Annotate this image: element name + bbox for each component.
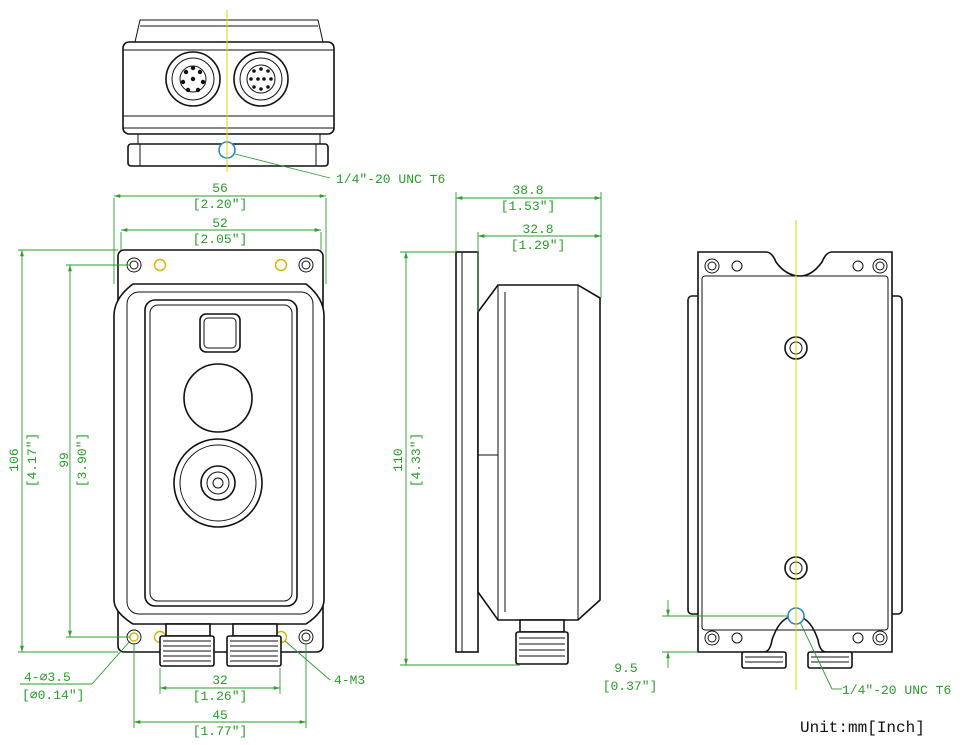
side-body: [477, 284, 601, 621]
front-holes-callout-in: [⌀0.14″]: [22, 688, 84, 703]
back-connectors-icon: [741, 651, 853, 669]
back-view: 9.5 [0.37″] 1/4″-20 UNC ⊤6: [603, 220, 951, 698]
top-view: 1/4″-20 UNC ⊤6: [122, 10, 445, 187]
front-holes-callout-mm: 4-⌀3.5: [24, 670, 71, 685]
top-body: [122, 41, 335, 135]
connector-12pin-icon: [233, 51, 289, 107]
side-height-mm: 110: [391, 448, 406, 471]
back-corner-holes: [704, 258, 888, 646]
side-connector-icon: [515, 619, 569, 665]
front-width-outer-in: [2.20″]: [193, 197, 248, 212]
back-offset-in: [0.37″]: [603, 679, 658, 694]
connector-8pin-icon: [165, 51, 221, 107]
front-height-holes-in: [3.90″]: [75, 433, 90, 488]
front-connector-left-icon: [159, 623, 215, 667]
front-width-holes-mm: 52: [212, 216, 228, 231]
back-offset-mm: 9.5: [614, 661, 637, 676]
front-width-outer-mm: 56: [212, 181, 228, 196]
front-view: 56 [2.20″] 52 [2.05″] 106 [4.17″] 99 [3.…: [7, 181, 365, 739]
lens-icon: [173, 438, 263, 528]
side-depth-body-in: [1.29″]: [511, 238, 566, 253]
side-depth-total-mm: 38.8: [512, 183, 543, 198]
front-conn-spacing-mm: 32: [212, 673, 228, 688]
front-body: [113, 283, 325, 625]
side-mount-plate: [455, 251, 479, 653]
front-m3-callout: 4-M3: [334, 673, 365, 688]
side-depth-total-in: [1.53″]: [501, 199, 556, 214]
front-window: [144, 299, 298, 607]
front-connector-right-icon: [226, 623, 282, 667]
side-view: 38.8 [1.53″] 32.8 [1.29″] 110 [4.33″]: [391, 183, 602, 666]
front-conn-spacing-in: [1.26″]: [193, 689, 248, 704]
front-height-holes-mm: 99: [57, 452, 72, 468]
front-width-holes-in: [2.05″]: [193, 232, 248, 247]
sensor-window-icon: [183, 363, 253, 433]
back-thread-callout: 1/4″-20 UNC ⊤6: [842, 683, 951, 698]
status-indicator-icon: [199, 313, 241, 353]
front-height-outer-mm: 106: [7, 448, 22, 471]
front-bottom-holes-mm: 45: [212, 708, 228, 723]
back-plate: [697, 251, 893, 653]
front-height-outer-in: [4.17″]: [25, 433, 40, 488]
front-bottom-holes-in: [1.77″]: [193, 724, 248, 739]
top-thread-callout: 1/4″-20 UNC ⊤6: [336, 172, 445, 187]
side-height-in: [4.33″]: [409, 433, 424, 488]
unit-label: Unit:mm[Inch]: [800, 719, 925, 737]
side-depth-body-mm: 32.8: [522, 222, 553, 237]
